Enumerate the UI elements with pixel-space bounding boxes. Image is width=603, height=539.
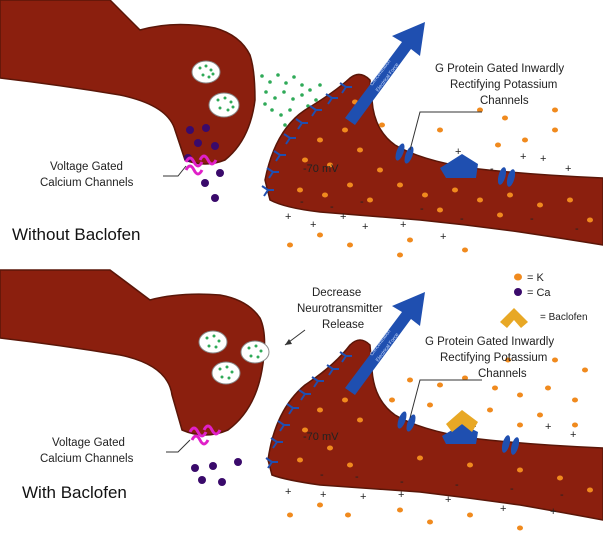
svg-text:+: + — [310, 219, 316, 231]
svg-text:+: + — [550, 506, 556, 518]
top-panel: + + + + + + + + + + - - - - - - - - Concentration Ele… — [0, 0, 603, 258]
svg-text:-: - — [420, 203, 424, 215]
girk-label-bottom-3: Channels — [478, 368, 527, 380]
charge-signs-bottom: ++++ ++++ ++ ---- -- — [285, 421, 576, 518]
svg-text:-: - — [355, 471, 359, 483]
svg-text:+: + — [565, 163, 571, 175]
legend-k-label: = K — [527, 272, 544, 284]
svg-text:-: - — [530, 213, 534, 225]
girk-label-top-3: Channels — [480, 95, 529, 107]
svg-text:-: - — [490, 163, 494, 175]
calcium-pointer-top — [163, 165, 187, 177]
postsynaptic-neuron-bottom — [267, 339, 603, 521]
svg-text:-: - — [560, 489, 564, 501]
legend: = K = Ca = Baclofen — [500, 272, 588, 328]
svg-text:+: + — [285, 486, 291, 498]
charge-signs-top: + + + + + + + + + + - - - - - - - - — [285, 146, 579, 243]
calcium-label-top-1: Voltage Gated — [50, 161, 123, 173]
girk-channels-top — [395, 143, 516, 187]
gaba-b-receptor-top — [440, 154, 478, 178]
vesicles-top — [191, 60, 240, 118]
presynaptic-terminal-top — [0, 0, 256, 165]
svg-text:+: + — [500, 503, 506, 515]
legend-ca-label: = Ca — [527, 287, 551, 299]
calcium-ions-top — [184, 124, 224, 202]
girk-label-bottom-2: Rectifying Potassium — [440, 352, 547, 364]
svg-text:+: + — [362, 221, 368, 233]
svg-text:+: + — [440, 231, 446, 243]
receptors-bottom — [265, 351, 352, 469]
svg-text:-: - — [455, 479, 459, 491]
k-efflux-arrow-top: Concentration Electrical Force — [345, 22, 425, 125]
decrease-pointer-head — [285, 339, 292, 345]
svg-text:-: - — [400, 476, 404, 488]
svg-text:+: + — [398, 489, 404, 501]
receptors-top — [261, 82, 352, 197]
calcium-channels-bottom — [188, 424, 222, 446]
svg-text:-: - — [360, 196, 364, 208]
legend-baclofen-label: = Baclofen — [540, 312, 588, 323]
calcium-label-bottom-2: Calcium Channels — [40, 453, 134, 465]
svg-text:-: - — [320, 469, 324, 481]
girk-channels-bottom — [397, 411, 520, 455]
membrane-potential-bottom: -70 mV — [303, 431, 339, 443]
girk-pointer-bottom — [409, 379, 482, 419]
svg-text:-: - — [460, 213, 464, 225]
legend-k-swatch — [514, 273, 522, 281]
svg-text:+: + — [455, 146, 461, 158]
baclofen-bound — [446, 410, 478, 432]
potassium-ions-outside-top — [287, 99, 558, 258]
svg-text:+: + — [520, 151, 526, 163]
calcium-channels-top — [184, 154, 218, 176]
girk-pointer-top — [409, 111, 482, 151]
presynaptic-terminal-bottom — [0, 269, 266, 436]
decrease-label-1: Decrease — [312, 287, 361, 299]
panel-title-top: Without Baclofen — [12, 225, 141, 244]
vesicles-bottom — [198, 330, 270, 385]
svg-text:+: + — [545, 421, 551, 433]
calcium-label-top-2: Calcium Channels — [40, 177, 134, 189]
decrease-label-3: Release — [322, 319, 364, 331]
potassium-ions-inside-top — [297, 127, 593, 223]
legend-baclofen-swatch — [500, 308, 528, 328]
calcium-pointer-bottom — [166, 439, 191, 453]
girk-label-top-1: G Protein Gated Inwardly — [435, 63, 564, 75]
bottom-panel: ++++ ++++ ++ ---- -- Concentration Elect… — [0, 269, 603, 531]
potassium-ions-inside-bottom — [297, 397, 593, 493]
decrease-label-2: Neurotransmitter — [297, 303, 383, 315]
panel-title-bottom: With Baclofen — [22, 483, 127, 502]
calcium-label-bottom-1: Voltage Gated — [52, 437, 125, 449]
svg-text:-: - — [300, 196, 304, 208]
girk-label-bottom-1: G Protein Gated Inwardly — [425, 336, 554, 348]
svg-text:+: + — [285, 211, 291, 223]
legend-ca-swatch — [514, 288, 522, 296]
svg-text:+: + — [360, 491, 366, 503]
svg-text:+: + — [540, 153, 546, 165]
svg-text:-: - — [330, 201, 334, 213]
membrane-potential-top: -70 mV — [303, 163, 339, 175]
svg-text:+: + — [320, 489, 326, 501]
svg-text:+: + — [400, 219, 406, 231]
calcium-ions-bottom — [191, 458, 242, 486]
svg-text:+: + — [445, 494, 451, 506]
svg-text:-: - — [575, 223, 579, 235]
girk-label-top-2: Rectifying Potassium — [450, 79, 557, 91]
svg-text:-: - — [510, 483, 514, 495]
svg-text:+: + — [340, 211, 346, 223]
svg-text:+: + — [570, 429, 576, 441]
